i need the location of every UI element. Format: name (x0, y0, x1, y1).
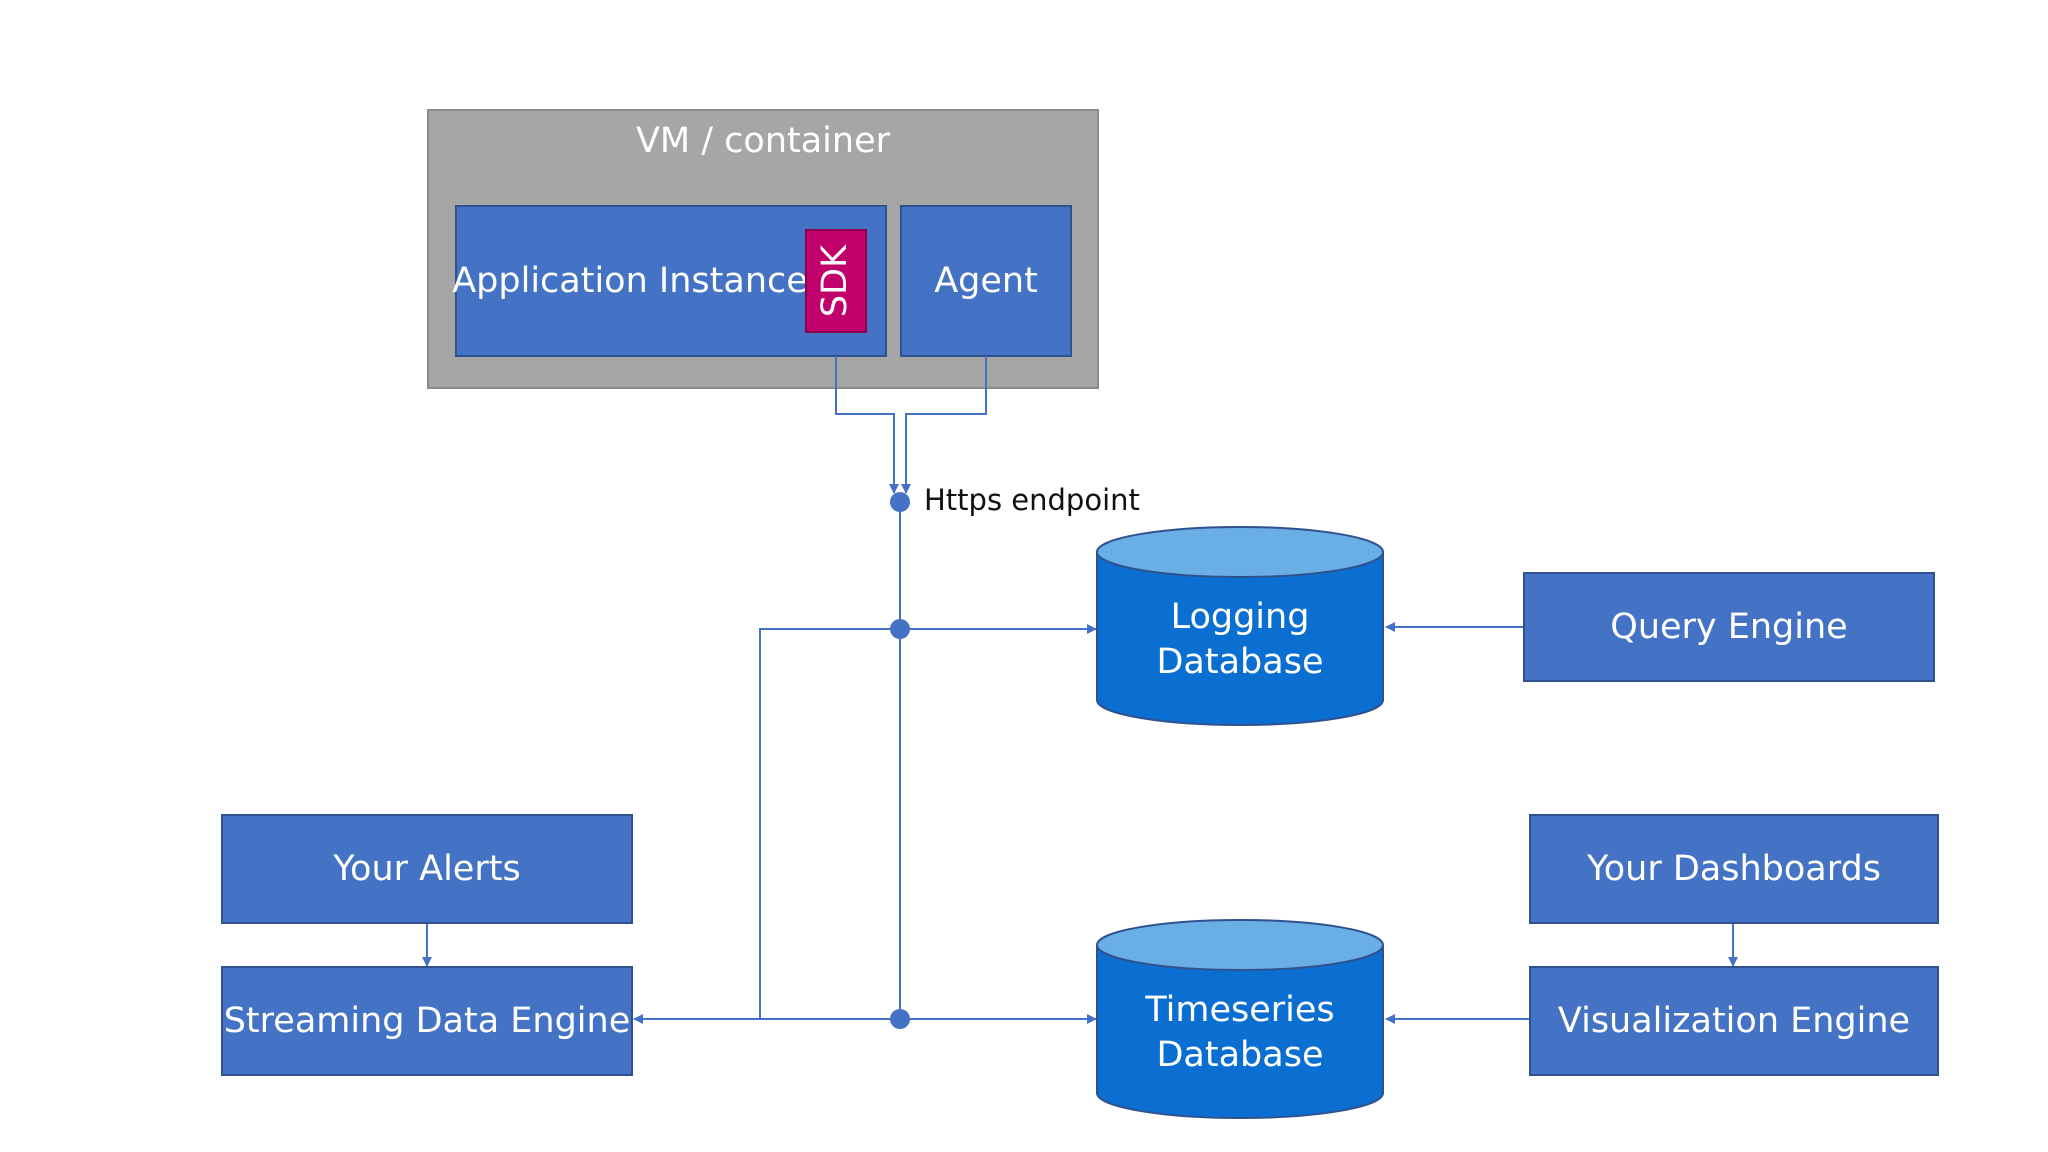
trunk-connectors (422, 512, 1738, 1024)
your-dashboards-box: Your Dashboards (1529, 814, 1939, 924)
streaming-data-engine-label: Streaming Data Engine (224, 1001, 631, 1041)
sdk-label: SDK (815, 244, 855, 317)
junction-dot-logging (890, 619, 910, 639)
logging-database-cylinder: Logging Database (1096, 526, 1384, 726)
logging-database-label-line1: Logging (1171, 597, 1310, 637)
streaming-data-engine-box: Streaming Data Engine (221, 966, 633, 1076)
your-dashboards-label: Your Dashboards (1586, 849, 1881, 889)
junction-dot-timeseries (890, 1009, 910, 1029)
timeseries-database-cylinder: Timeseries Database (1096, 919, 1384, 1119)
application-instance-label: Application Instance (452, 261, 808, 301)
query-engine-label: Query Engine (1610, 607, 1847, 647)
timeseries-database-label-line1: Timeseries (1144, 990, 1334, 1030)
agent-label: Agent (934, 261, 1038, 301)
agent-box: Agent (900, 205, 1072, 357)
logging-database-label-line2: Database (1156, 642, 1323, 682)
your-alerts-box: Your Alerts (221, 814, 633, 924)
timeseries-database-label-line2: Database (1156, 1035, 1323, 1075)
visualization-engine-box: Visualization Engine (1529, 966, 1939, 1076)
sdk-agent-connectors (835, 356, 987, 494)
https-endpoint-label: Https endpoint (924, 483, 1140, 517)
query-engine-box: Query Engine (1523, 572, 1935, 682)
https-endpoint: Https endpoint (890, 483, 1140, 517)
sdk-box: SDK (805, 229, 867, 333)
visualization-engine-label: Visualization Engine (1558, 1001, 1910, 1041)
vm-container-label: VM / container (636, 121, 891, 161)
your-alerts-label: Your Alerts (332, 849, 520, 889)
